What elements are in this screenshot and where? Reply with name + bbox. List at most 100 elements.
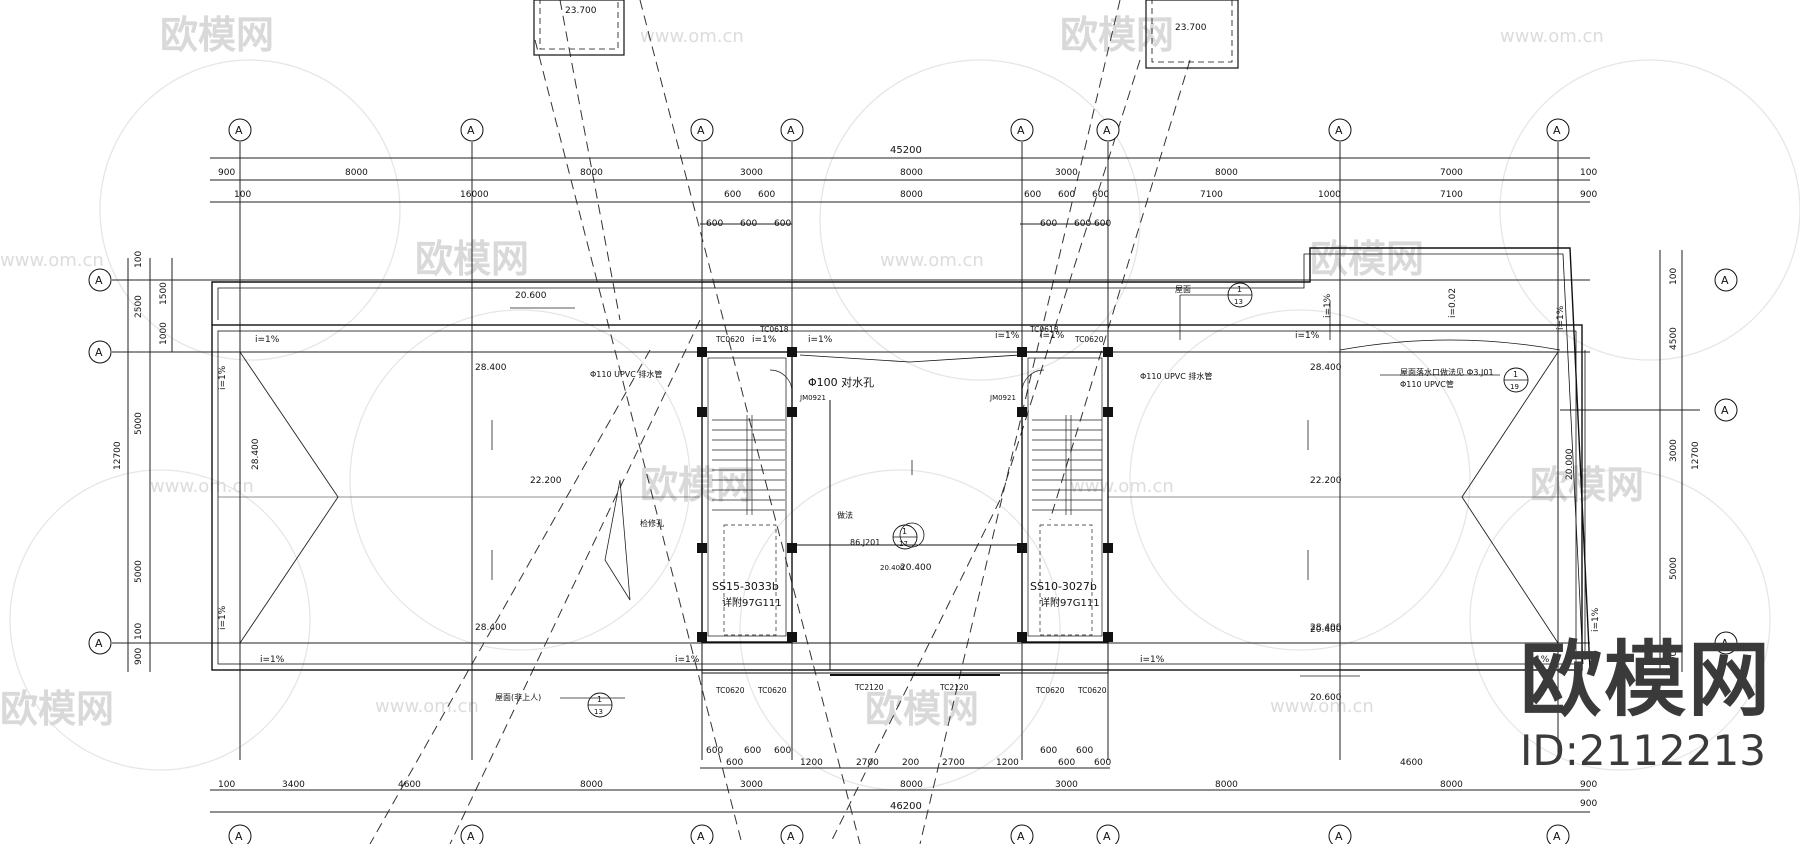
axis-bubble: A <box>1714 268 1738 292</box>
axis-label: A <box>235 124 243 137</box>
elevation-labels: 20.600 28.400 28.400 28.400 22.200 28.40… <box>251 291 1575 703</box>
axis-bubble: A <box>1714 398 1738 422</box>
slope-text: i=1% <box>260 655 285 665</box>
note-text: 屋面落水口做法见 Ф3.J01 <box>1400 367 1494 377</box>
axis-bubble: A <box>228 824 252 844</box>
slope-text: i=1% <box>1040 331 1065 341</box>
dim-text: 3000 <box>740 780 763 790</box>
dim-text: 600 <box>774 746 791 756</box>
axis-label: A <box>1721 404 1729 417</box>
detail-ref-sheet: 19 <box>1510 383 1519 391</box>
bottom-dim-row1: 600 600 600 600 1200 2700 200 2700 1200 … <box>706 746 1423 768</box>
dim-text: 600 <box>758 190 775 200</box>
center-section <box>701 354 1109 676</box>
axis-label: A <box>95 346 103 359</box>
note-text: Φ110 UPVC 排水管 <box>590 369 662 379</box>
window-tags: TC0620 TC0618 TC0618 TC0620 TC0620 TC062… <box>715 325 1107 695</box>
rooftop-elevations: 23.700 23.700 <box>565 6 1207 33</box>
axis-label: A <box>1553 124 1561 137</box>
detail-ref-bubble: 1 13 <box>587 692 613 718</box>
axis-label: A <box>697 830 705 843</box>
watermark-url: www.om.cn <box>375 696 479 717</box>
dim-text: 8000 <box>580 168 603 178</box>
dim-text: 8000 <box>1440 780 1463 790</box>
dim-text: 1000 <box>1318 190 1341 200</box>
axis-label: A <box>1017 830 1025 843</box>
slope-text: i=1% <box>255 335 280 345</box>
detail-ref-sheet: 13 <box>594 708 603 716</box>
axis-label: A <box>697 124 705 137</box>
axis-label: A <box>467 124 475 137</box>
drain-flow-arrows <box>491 420 1309 580</box>
elevation-text: 28.400 <box>475 623 507 633</box>
left-dims: 100 2500 1500 1000 5000 12700 5000 100 9… <box>113 251 169 665</box>
watermark-text: 欧模网 <box>0 687 114 731</box>
axis-bubble: A <box>780 824 804 844</box>
dim-text: 100 <box>134 623 144 640</box>
note-text: Φ110 UPVC管 <box>1400 379 1454 389</box>
watermark-text: 欧模网 <box>1310 237 1424 281</box>
elevation-text: 20.600 <box>515 291 547 301</box>
dim-text: 600 <box>1058 758 1075 768</box>
detail-refs: 1 13 1 19 1 13 1 17 <box>587 282 1529 718</box>
side-dimension-chains <box>127 250 1683 672</box>
window-tag: TC0620 <box>757 686 787 695</box>
dim-overall-bottom: 46200 <box>890 801 922 812</box>
elevation-text: 22.200 <box>530 476 562 486</box>
slope-text: i=1% <box>752 335 777 345</box>
axis-label: A <box>1017 124 1025 137</box>
window-tag: TC0618 <box>1029 325 1059 334</box>
dim-text: 600 <box>1094 758 1111 768</box>
dim-text: 100 <box>1580 168 1597 178</box>
dim-text: 3000 <box>1669 439 1679 462</box>
dim-text: 600 <box>706 219 723 229</box>
axis-bubble: A <box>1328 824 1352 844</box>
dim-text: 8000 <box>1215 780 1238 790</box>
axis-bubble: A <box>1096 824 1120 844</box>
dim-text: 600 <box>1058 190 1075 200</box>
note-text: JM0921 <box>799 394 826 402</box>
dim-text: 3000 <box>1055 780 1078 790</box>
slope-text: i=1% <box>1323 293 1333 318</box>
slope-text: i=1% <box>808 335 833 345</box>
axis-label: A <box>1721 274 1729 287</box>
bottom-dim-row2: 100 3400 4600 8000 3000 8000 3000 8000 8… <box>218 780 1597 790</box>
dim-text: 16000 <box>460 190 489 200</box>
dim-text: 600 <box>744 746 761 756</box>
axis-label: A <box>1553 830 1561 843</box>
dim-text: 3000 <box>1055 168 1078 178</box>
slope-text: i=1% <box>1591 607 1601 632</box>
axis-label: A <box>1335 830 1343 843</box>
axis-bubble: A <box>780 118 804 142</box>
dim-text: 600 <box>1076 746 1093 756</box>
window-tag: TC0620 <box>715 686 745 695</box>
elevation-text: 22.200 <box>1310 476 1342 486</box>
axis-bubble: A <box>1546 118 1570 142</box>
brand-name: 欧模网 <box>1519 632 1772 728</box>
watermark-text: 欧模网 <box>1060 13 1174 57</box>
elevation-text: 28.400 <box>1310 363 1342 373</box>
note-text: 86.J201 <box>850 538 880 547</box>
top-dim-row2: 100 16000 600 600 8000 600 600 600 7100 … <box>234 190 1597 200</box>
dim-text: 12700 <box>1691 441 1701 470</box>
drawing-notes: Φ100 对水孔 Φ110 UPVC 排水管 Φ110 UPVC 排水管 Φ11… <box>495 285 1494 702</box>
dim-text: 900 <box>1669 651 1679 668</box>
dim-text: 600 <box>774 219 791 229</box>
window-tag: TC2120 <box>939 683 969 692</box>
axis-label: A <box>467 830 475 843</box>
axis-bubble: A <box>228 118 252 142</box>
note-text: Φ100 对水孔 <box>808 375 874 389</box>
slope-text: i=1% <box>1525 655 1550 665</box>
detail-ref-num: 1 <box>902 527 907 536</box>
dim-text: 100 <box>218 780 235 790</box>
dim-text: 1200 <box>800 758 823 768</box>
dim-text: 900 <box>1580 780 1597 790</box>
rooftop-structures <box>533 0 1239 69</box>
detail-ref-num: 1 <box>1513 370 1518 379</box>
window-tag: TC0618 <box>759 325 789 334</box>
detail-ref-num: 1 <box>597 695 602 704</box>
note-text: 屋面(非上人) <box>495 692 541 702</box>
slope-text: i=1% <box>218 605 228 630</box>
dim-text: 4600 <box>398 780 421 790</box>
